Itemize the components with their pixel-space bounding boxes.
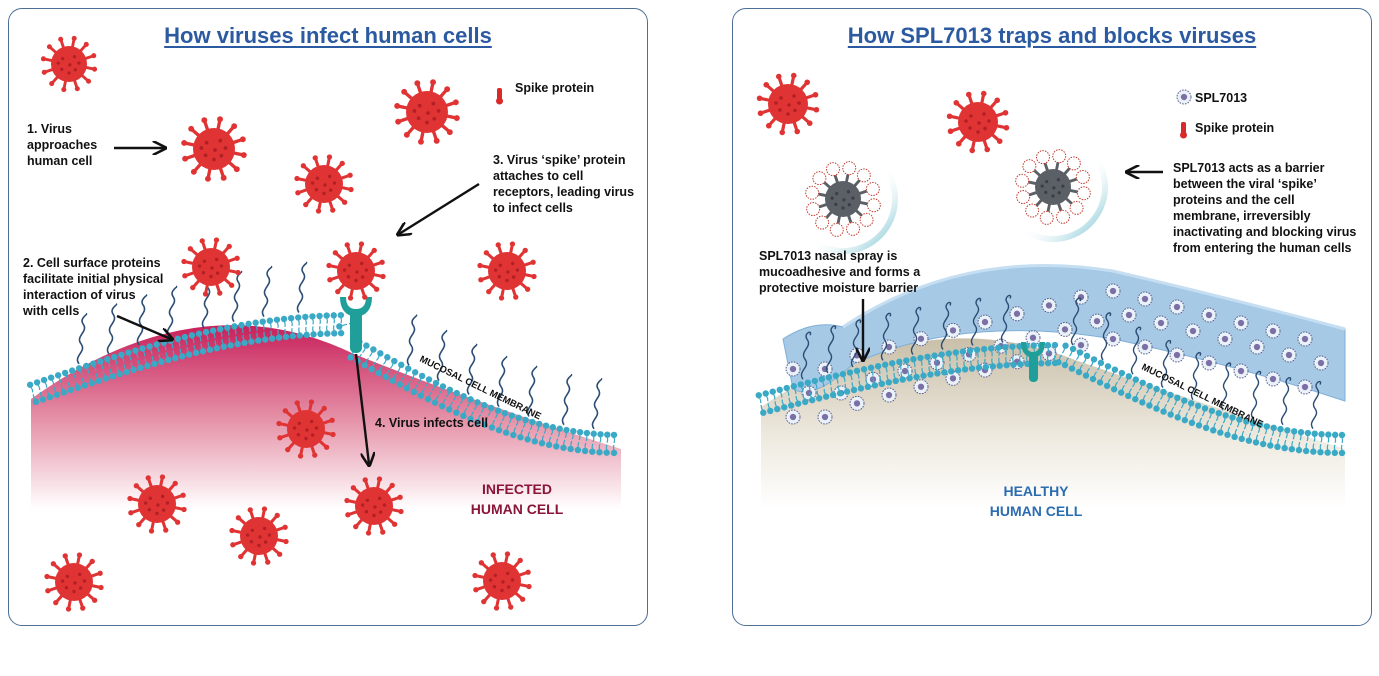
virus-icon [127,474,187,534]
right-panel: MUCOSAL CELL MEMBRANE How SPL7013 traps … [732,8,1372,626]
spl7013-molecule [1201,307,1217,323]
spike-protein-legend: Spike protein [515,81,595,95]
virus-icon [805,161,881,237]
spl7013-molecule [1041,297,1057,313]
spl7013-molecule [1121,307,1137,323]
panel-title: How viruses infect human cells [164,23,492,48]
spl7013-molecule [1057,321,1073,337]
spl7013-molecule [1137,339,1153,355]
virus-icon [946,90,1010,154]
spl7013-molecule [1025,330,1041,346]
virus-icon [181,116,247,182]
left-panel: MUCOSAL CELL MEMBRANE How viruses infect… [8,8,648,626]
virus-icon [756,72,820,136]
healthy-cell-body [761,338,1345,509]
spl7013-molecule [1297,379,1313,395]
spike-protein-legend-icon [1180,122,1187,139]
spl7013-molecule [1089,313,1105,329]
arrow-step3 [399,182,480,234]
spl7013-molecule [1169,347,1185,363]
spl7013-molecule [913,331,929,347]
spl7013-molecule [1265,323,1281,339]
spl7013-molecule [1041,345,1057,361]
right-illustration: MUCOSAL CELL MEMBRANE [755,72,1346,509]
spl7013-molecule [881,339,897,355]
spl7013-molecule [1169,299,1185,315]
surface-proteins [800,294,1322,429]
virus-icon [44,552,104,612]
virus-icon [344,476,404,536]
spl7013-molecule [1233,315,1249,331]
spl7013-molecule [785,409,801,425]
spike-protein-legend: Spike protein [1195,121,1275,135]
spl7013-molecule [1137,291,1153,307]
step4-label: 4. Virus infects cell [375,416,489,430]
spl7013-legend: SPL7013 [1195,91,1248,105]
surface-proteins [76,261,603,430]
virus-icon [181,237,241,297]
spl7013-molecule [913,379,929,395]
virus-icon [1015,149,1091,225]
spl7013-molecule [1249,339,1265,355]
spl7013-molecule [1009,306,1025,322]
spl7013-molecule [1176,89,1192,105]
spl7013-molecule [1313,355,1329,371]
left-illustration: MUCOSAL CELL MEMBRANE [26,35,621,612]
spl7013-molecule [945,370,961,386]
spl7013-molecule [817,361,833,377]
spl7013-molecule [1153,315,1169,331]
receptor-icon [1021,342,1045,382]
virus-icon [326,241,386,301]
virus-group [756,72,1091,237]
infected-cell-body [31,325,621,509]
spl7013-molecules [785,283,1329,425]
virus-icon [472,551,532,611]
spl7013-molecule [1297,331,1313,347]
spike-protein-legend-icon [496,88,503,105]
spl7013-molecule [881,387,897,403]
spl7013-molecule [1105,331,1121,347]
virus-icon [276,399,336,459]
virus-icon [229,506,289,566]
spl7013-molecule [1233,363,1249,379]
spl7013-molecule [945,322,961,338]
spl7013-molecule [785,361,801,377]
arrow-step4 [354,353,369,464]
spl7013-molecule [817,409,833,425]
spl7013-legend-icon [1176,89,1192,105]
receptor-icon [340,297,372,353]
spl7013-molecule [977,314,993,330]
spl7013-molecule [1217,331,1233,347]
membrane [26,311,618,457]
spl7013-molecule [1105,283,1121,299]
arrow-step2 [116,314,171,339]
spl7013-molecule [1281,347,1297,363]
virus-icon [477,241,537,301]
spl7013-molecule [849,395,865,411]
spl7013-molecule [1265,371,1281,387]
virus-icon [40,35,98,93]
spl7013-molecule [1185,323,1201,339]
spl7013-molecule [1201,355,1217,371]
virus-icon [294,154,354,214]
virus-group [40,35,537,612]
virus-icon [394,79,460,145]
spl7013-molecule [1073,337,1089,353]
panel-title: How SPL7013 traps and blocks viruses [847,23,1257,48]
